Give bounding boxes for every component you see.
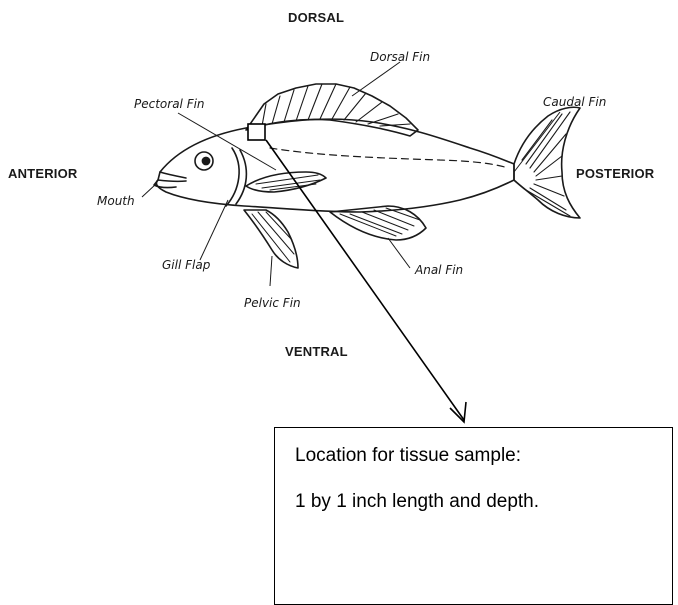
fish-lateral-line: [270, 148, 508, 168]
label-mouth: Mouth: [97, 194, 135, 208]
label-ventral: VENTRAL: [285, 344, 348, 359]
tissue-sample-note: Location for tissue sample: 1 by 1 inch …: [274, 427, 673, 605]
label-pectoral-fin: Pectoral Fin: [134, 97, 205, 111]
label-dorsal-fin: Dorsal Fin: [370, 50, 430, 64]
leader-pelvic-fin: [270, 256, 272, 286]
fish-body-outline: [156, 119, 514, 212]
tissue-sample-marker: [248, 124, 265, 140]
fish-pectoral-fin: [246, 172, 326, 192]
label-pelvic-fin: Pelvic Fin: [244, 296, 301, 310]
label-dorsal: DORSAL: [288, 10, 344, 25]
leader-dorsal-fin: [352, 62, 400, 96]
leader-pectoral-fin: [178, 113, 276, 170]
leader-gill-flap: [200, 200, 228, 260]
label-caudal-fin: Caudal Fin: [543, 95, 606, 109]
fish-gill-flap: [226, 148, 246, 206]
leader-anal-fin: [388, 238, 410, 268]
label-gill-flap: Gill Flap: [162, 258, 210, 272]
note-line-2: 1 by 1 inch length and depth.: [295, 490, 672, 514]
note-line-1: Location for tissue sample:: [295, 444, 672, 468]
leader-mouth: [142, 184, 156, 197]
label-posterior: POSTERIOR: [576, 166, 654, 181]
fish-pelvic-fin: [244, 210, 298, 268]
label-anterior: ANTERIOR: [8, 166, 78, 181]
label-leaders: [142, 62, 560, 286]
fish-illustration: [154, 84, 580, 268]
tissue-sample-arrow: [266, 140, 464, 420]
fish-caudal-fin: [514, 107, 580, 218]
label-anal-fin: Anal Fin: [415, 263, 463, 277]
